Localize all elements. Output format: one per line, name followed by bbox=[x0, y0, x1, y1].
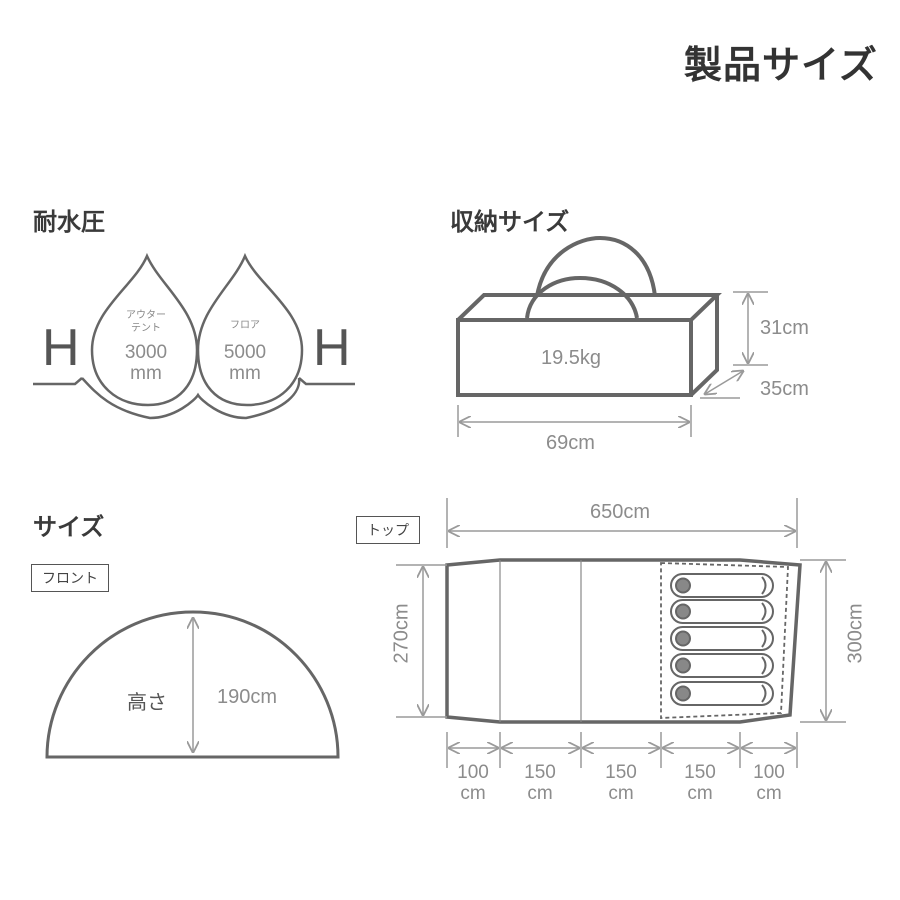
outer-tent-label-line2: テント bbox=[131, 323, 161, 334]
front-dome bbox=[45, 610, 340, 759]
waterproof-heading: 耐水圧 bbox=[33, 208, 105, 236]
segment-1-value: 100 bbox=[457, 762, 489, 783]
storage-depth: 35cm bbox=[760, 378, 809, 400]
segment-4-value: 150 bbox=[684, 762, 716, 783]
top-total-length: 650cm bbox=[590, 501, 651, 523]
outer-tent-label-line1: アウター bbox=[126, 310, 166, 321]
storage-width: 69cm bbox=[546, 432, 595, 454]
floor-label: フロア bbox=[230, 320, 260, 331]
storage-height: 31cm bbox=[760, 317, 809, 339]
segment-3-unit: cm bbox=[608, 783, 634, 804]
storage-weight: 19.5kg bbox=[541, 347, 602, 369]
segment-3-value: 150 bbox=[605, 762, 637, 783]
waterproof-drops bbox=[33, 252, 355, 420]
floor-drop bbox=[196, 252, 304, 407]
front-height-label: 高さ bbox=[127, 692, 167, 714]
segment-2-unit: cm bbox=[527, 783, 553, 804]
front-label: フロント bbox=[31, 564, 109, 592]
outer-tent-drop bbox=[90, 252, 199, 407]
segment-5-unit: cm bbox=[756, 783, 782, 804]
floor-value: 5000 bbox=[223, 342, 267, 363]
size-heading: サイズ bbox=[33, 513, 105, 541]
outer-tent-unit: mm bbox=[130, 363, 162, 384]
front-height-value: 190cm bbox=[217, 686, 278, 708]
floor-unit: mm bbox=[229, 363, 261, 384]
top-label: トップ bbox=[356, 516, 420, 544]
segment-2-value: 150 bbox=[524, 762, 556, 783]
top-inner-width: 270cm bbox=[390, 603, 413, 664]
segment-5-value: 100 bbox=[753, 762, 785, 783]
storage-heading: 収納サイズ bbox=[450, 208, 570, 236]
h-letter-left: H bbox=[42, 319, 80, 377]
top-view bbox=[445, 558, 802, 724]
segment-1-unit: cm bbox=[460, 783, 486, 804]
segment-4-unit: cm bbox=[687, 783, 713, 804]
outer-tent-value: 3000 bbox=[124, 342, 168, 363]
page-title: 製品サイズ bbox=[684, 43, 878, 87]
h-letter-right: H bbox=[313, 319, 351, 377]
top-outer-width: 300cm bbox=[844, 603, 867, 664]
storage-bag bbox=[456, 235, 722, 397]
